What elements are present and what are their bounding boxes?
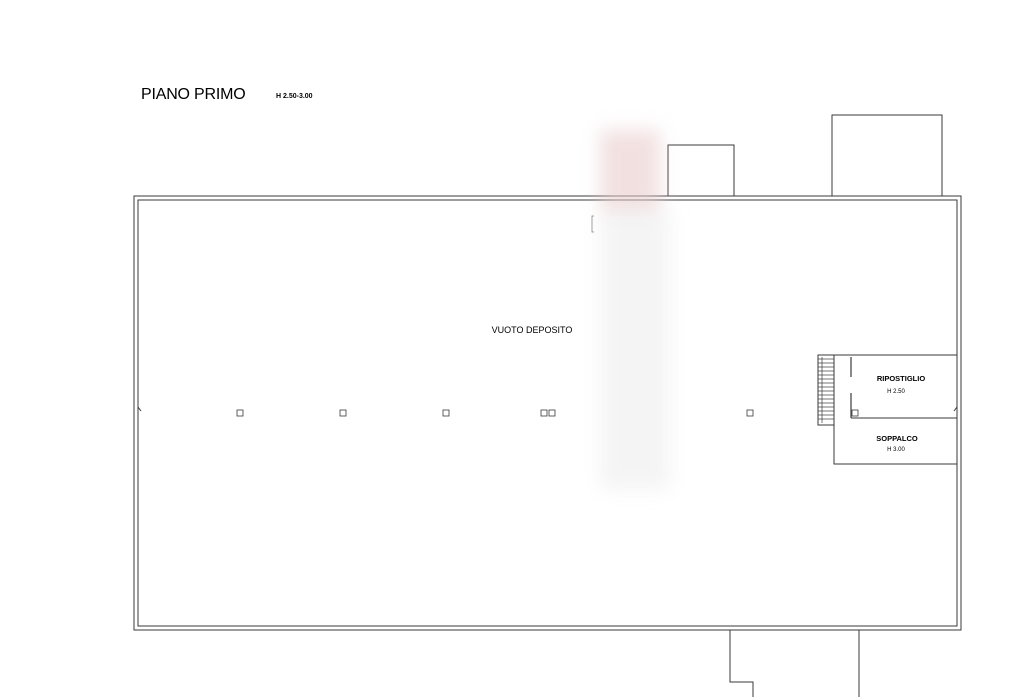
staircase xyxy=(818,357,834,423)
right-wall-notch xyxy=(953,406,958,412)
top-annex-large xyxy=(831,114,943,196)
room-label-ripostiglio: RIPOSTIGLIO xyxy=(876,374,926,383)
floor-height: H 2.50-3.00 xyxy=(276,93,313,100)
room-height-ripostiglio: H 2.50 xyxy=(887,389,905,395)
small-column xyxy=(851,409,859,417)
bottom-connector-left xyxy=(729,630,754,697)
column xyxy=(339,409,347,417)
column xyxy=(548,409,556,417)
column xyxy=(442,409,450,417)
inner-wall xyxy=(137,199,958,627)
column xyxy=(540,409,548,417)
top-annex-small xyxy=(667,144,735,196)
outer-wall xyxy=(133,195,962,631)
ripostiglio-wall xyxy=(833,354,957,465)
stair-enclosure xyxy=(817,354,834,426)
room-label-deposito: VUOTO DEPOSITO xyxy=(491,325,573,335)
column xyxy=(236,409,244,417)
left-wall-notch xyxy=(137,406,142,412)
small-door-mark xyxy=(591,215,594,233)
room-label-soppalco: SOPPALCO xyxy=(876,434,918,443)
blurred-region xyxy=(600,130,670,490)
floor-title: PIANO PRIMO xyxy=(141,86,246,103)
column xyxy=(746,409,754,417)
room-height-soppalco: H 3.00 xyxy=(887,447,905,453)
